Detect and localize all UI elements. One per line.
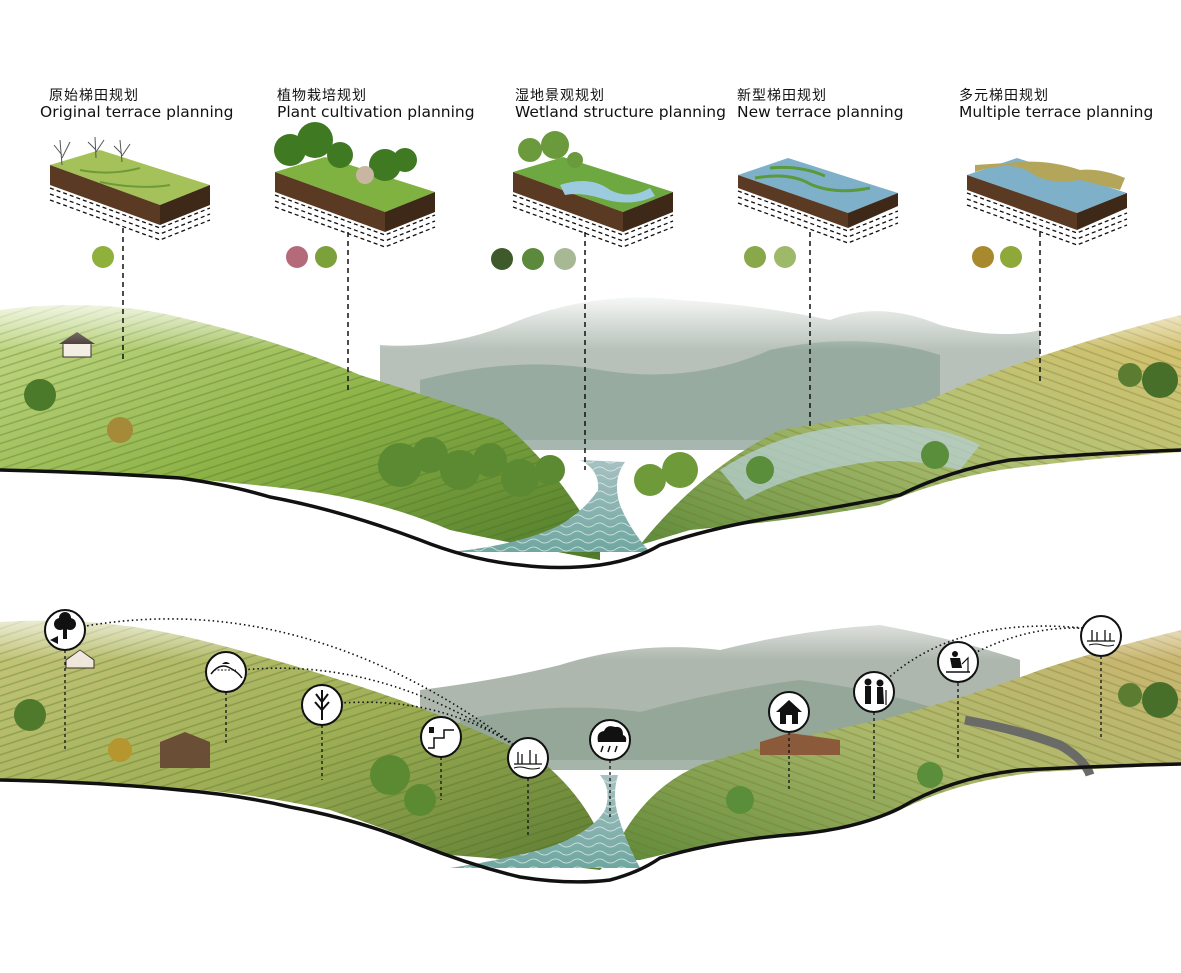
section-baseline (0, 448, 1181, 570)
grain-swatch-icon (972, 246, 994, 268)
dam-icon (420, 716, 462, 758)
plant-swatches (92, 246, 1022, 270)
heading-en: Multiple terrace planning (959, 103, 1154, 122)
heading-en: Original terrace planning (40, 103, 234, 122)
house-icon (768, 691, 810, 733)
grass-swatch-icon (774, 246, 796, 268)
rice-swatch-icon (744, 246, 766, 268)
wetland-icon (507, 737, 549, 779)
heading-wetland-structure: 湿地景观规划 Wetland structure planning (515, 88, 726, 122)
heading-plant-cultivation: 植物栽培规划 Plant cultivation planning (277, 88, 475, 122)
grass-terrace-block-icon (49, 136, 211, 241)
flower-swatch-icon (286, 246, 308, 268)
heading-zh: 湿地景观规划 (515, 88, 605, 104)
terrace-blocks (49, 122, 1128, 248)
heading-en: New terrace planning (737, 103, 904, 122)
grass-swatch-icon (92, 246, 114, 268)
water-terrace-block-icon (737, 158, 899, 244)
shrub-swatch-icon (522, 248, 544, 270)
wetland-plant-swatch-icon (491, 248, 513, 270)
planning-landscape-section (0, 290, 1181, 570)
heading-en: Plant cultivation planning (277, 103, 475, 122)
forest-cluster (14, 682, 1178, 816)
elderly-people-icon (853, 671, 895, 713)
activity-landscape-section (0, 600, 1181, 884)
grass-swatch-icon (554, 248, 576, 270)
terrain-icon (205, 651, 247, 693)
activity-icons (44, 609, 1122, 779)
person-working-icon (937, 641, 979, 683)
forest-cluster (24, 362, 1178, 497)
heading-zh: 多元梯田规划 (959, 88, 1049, 104)
wetland-block-icon (512, 131, 674, 248)
heading-original-terrace: 原始梯田规划 Original terrace planning (40, 88, 233, 122)
heading-new-terrace: 新型梯田规划 New terrace planning (737, 88, 904, 122)
rain-cloud-icon (589, 719, 631, 761)
mist-layer (0, 600, 1181, 660)
section-baseline (0, 762, 1181, 884)
flooded-terraces (720, 424, 980, 500)
grass-swatch-icon (1000, 246, 1022, 268)
road (964, 715, 1095, 777)
heading-multiple-terrace: 多元梯田规划 Multiple terrace planning (959, 88, 1153, 122)
wheat-icon (301, 684, 343, 726)
heading-zh: 植物栽培规划 (277, 88, 367, 104)
reeds-icon (1080, 615, 1122, 657)
tree-icon (44, 609, 86, 651)
icon-leader-lines (64, 650, 1102, 835)
mist-layer (0, 290, 1181, 350)
leader-lines (122, 228, 1041, 470)
mixed-terrace-block-icon (966, 158, 1128, 246)
heading-zh: 新型梯田规划 (737, 88, 827, 104)
heading-zh: 原始梯田规划 (49, 88, 139, 104)
left-terrace-rows (0, 305, 600, 560)
heading-en: Wetland structure planning (515, 103, 726, 122)
shrub-terrace-block-icon (274, 122, 436, 248)
reed-swatch-icon (315, 246, 337, 268)
